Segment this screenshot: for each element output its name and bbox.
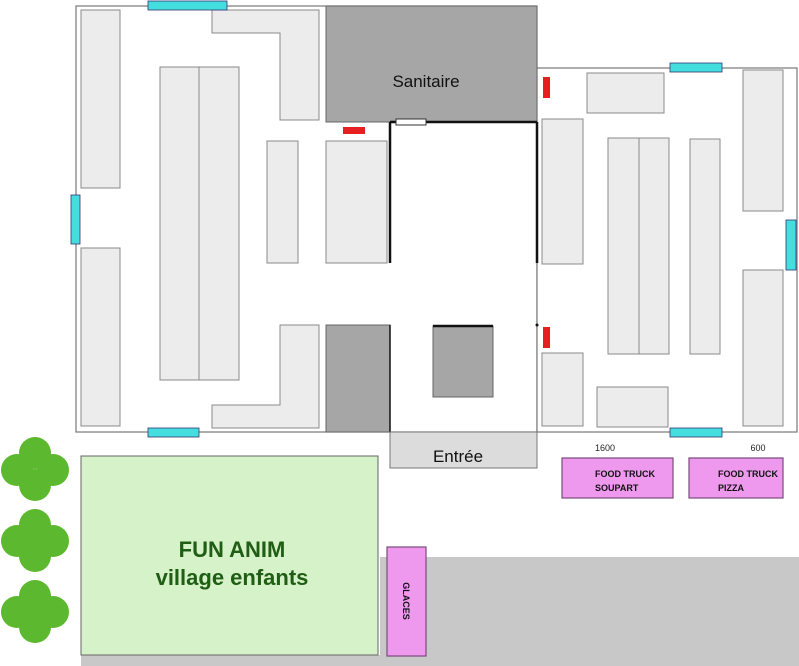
stall	[80, 9, 121, 189]
stall	[80, 247, 121, 427]
food-truck-soupart	[561, 457, 674, 499]
window	[669, 427, 723, 438]
stall-l-shape-top	[211, 9, 320, 121]
stall	[541, 118, 584, 265]
stall	[586, 72, 665, 114]
food-truck-2-number: 600	[750, 443, 765, 453]
extinguisher-marker	[543, 77, 550, 98]
window	[70, 194, 81, 245]
stall	[541, 352, 584, 427]
tree-icon	[1, 437, 69, 501]
kids-village-title: FUN ANIM	[179, 537, 286, 562]
entrance-label: Entrée	[433, 447, 483, 466]
stall	[689, 138, 721, 355]
stall	[159, 66, 200, 381]
stall	[607, 137, 640, 355]
window	[669, 62, 723, 73]
food-truck-1-line2: SOUPART	[595, 483, 639, 493]
sanitaire-block	[325, 5, 538, 123]
road	[380, 557, 799, 666]
tree-icon	[1, 580, 69, 643]
stall	[596, 386, 669, 428]
entrance	[389, 431, 538, 469]
window	[785, 219, 797, 271]
stall	[638, 137, 670, 355]
stall-l-shape-bottom	[211, 324, 320, 429]
sanitaire-label: Sanitaire	[392, 72, 459, 91]
fixed-block	[325, 324, 391, 433]
food-truck-pizza	[688, 457, 784, 499]
kids-village-subtitle: village enfants	[156, 565, 309, 590]
fixed-block-center	[432, 325, 494, 398]
glaces-stand	[386, 546, 427, 657]
extinguisher-marker	[543, 327, 550, 348]
door	[395, 118, 427, 126]
kids-village-area	[80, 455, 379, 656]
stall	[198, 66, 240, 381]
food-truck-1-line1: FOOD TRUCK	[595, 469, 655, 479]
glaces-label: GLACES	[401, 582, 411, 620]
tree-icon	[1, 509, 69, 572]
window	[147, 0, 228, 11]
extinguisher-marker	[343, 127, 365, 134]
stall	[742, 269, 784, 427]
window	[147, 427, 200, 438]
wall-end	[535, 323, 539, 327]
food-truck-2-line2: PIZZA	[718, 483, 744, 493]
stall	[742, 69, 784, 212]
stall	[266, 140, 299, 264]
road-strip	[81, 655, 381, 666]
food-truck-1-number: 1600	[595, 443, 615, 453]
stall	[325, 140, 388, 264]
food-truck-2-line1: FOOD TRUCK	[718, 469, 778, 479]
